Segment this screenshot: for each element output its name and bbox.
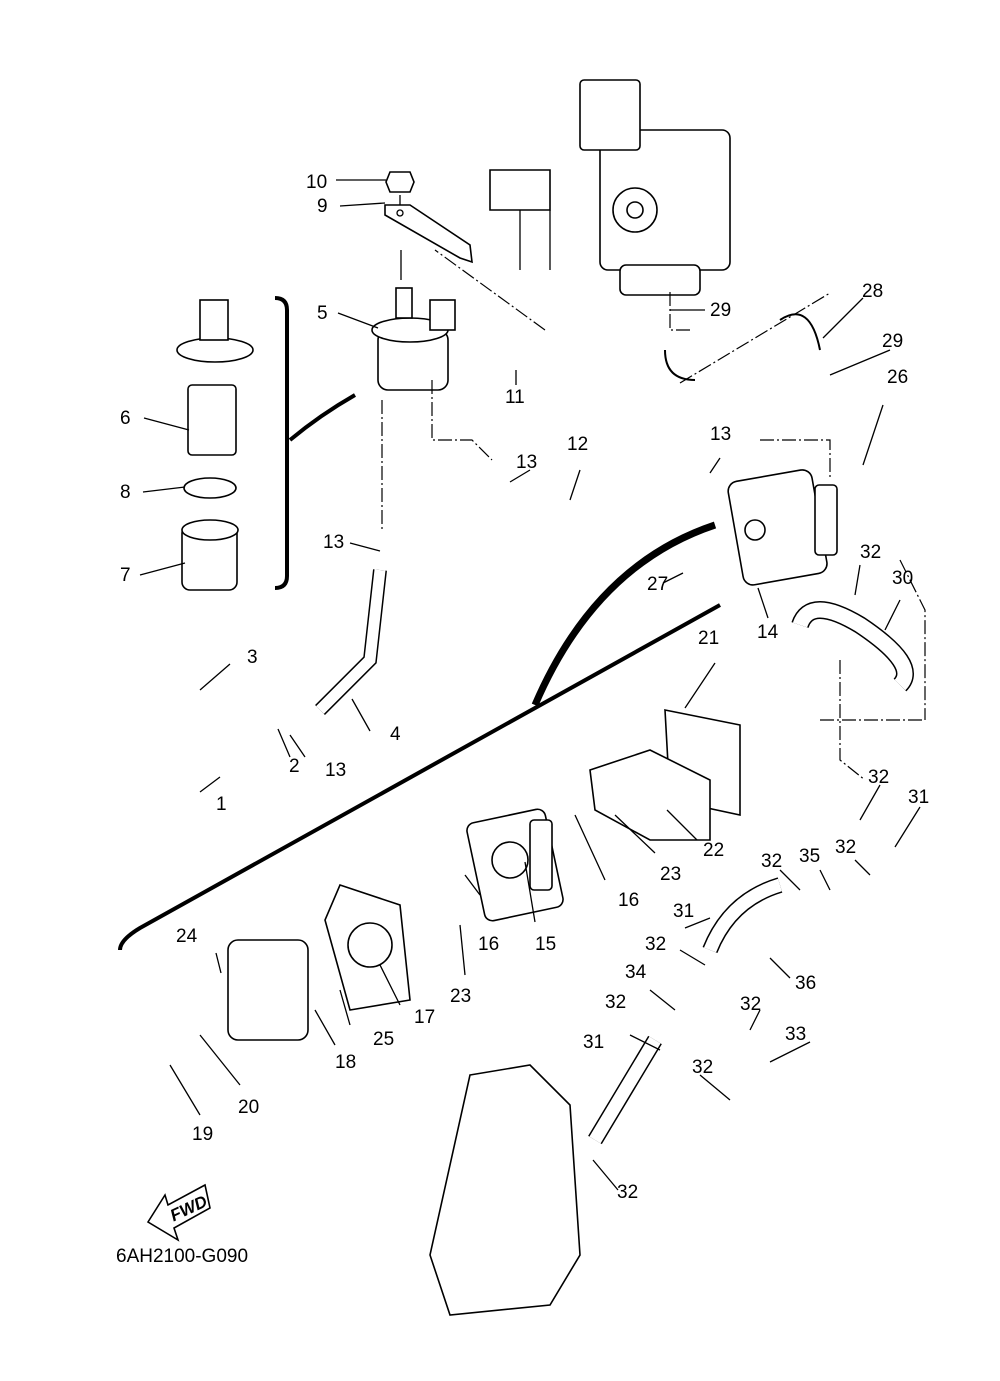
diagram-code: 6AH2100-G090 [116,1246,248,1267]
callout-10: 10 [306,172,327,193]
callout-11: 11 [505,387,525,408]
callout-31: 31 [583,1032,604,1053]
callout-36: 36 [795,973,816,994]
callout-22: 22 [703,840,724,861]
callout-13: 13 [710,424,731,445]
callout-labels: 10 9 5 6 8 7 11 13 13 13 13 12 28 29 29 … [120,172,929,1203]
bracket-9 [384,171,473,280]
callout-14: 14 [757,622,779,643]
callout-32: 32 [740,994,761,1015]
callout-33: 33 [785,1024,806,1045]
callout-8: 8 [120,482,131,503]
callout-24: 24 [176,926,198,947]
filter-exploded [176,296,356,591]
callout-5: 5 [317,303,328,324]
callout-31: 31 [673,901,694,922]
callout-13: 13 [323,532,344,553]
callout-34: 34 [625,962,647,983]
callout-17: 17 [414,1007,435,1028]
callout-23: 23 [450,986,471,1007]
callout-32: 32 [645,934,666,955]
pump-exploded [227,709,741,1041]
callout-6: 6 [120,408,131,429]
callout-23: 23 [660,864,681,885]
callout-16: 16 [478,934,499,955]
callout-29: 29 [882,331,903,352]
callout-16: 16 [618,890,639,911]
lower-bracket [429,1064,581,1316]
callout-32: 32 [761,851,782,872]
carburetor-assembly [489,79,731,296]
callout-32: 32 [617,1182,638,1203]
callout-31: 31 [908,787,929,808]
callout-7: 7 [120,565,131,586]
callout-1: 1 [216,794,227,815]
callout-28: 28 [862,281,883,302]
separator-line [118,603,721,951]
callout-21: 21 [698,628,719,649]
callout-9: 9 [317,196,328,217]
callout-25: 25 [373,1029,394,1050]
callout-32: 32 [605,992,626,1013]
fwd-arrow-icon: FWD [146,1183,211,1242]
callout-35: 35 [799,846,820,867]
callout-4: 4 [390,724,401,745]
leader-lines [139,179,926,1191]
callout-32: 32 [868,767,889,788]
callout-30: 30 [892,568,913,589]
callout-19: 19 [192,1124,213,1145]
callout-32: 32 [692,1057,713,1078]
callout-13: 13 [516,452,537,473]
callout-12: 12 [567,434,588,455]
hoses [315,313,914,1145]
callout-26: 26 [887,367,908,388]
callout-32: 32 [860,542,881,563]
callout-27: 27 [647,574,668,595]
callout-29: 29 [710,300,731,321]
callout-18: 18 [335,1052,356,1073]
callout-32: 32 [835,837,856,858]
arrow-curve [531,521,717,707]
callout-2: 2 [289,756,300,777]
callout-13: 13 [325,760,346,781]
callout-20: 20 [238,1097,259,1118]
callout-3: 3 [247,647,258,668]
callout-15: 15 [535,934,556,955]
fuel-filter-5 [371,287,456,391]
fuel-pump-14 [727,469,838,586]
